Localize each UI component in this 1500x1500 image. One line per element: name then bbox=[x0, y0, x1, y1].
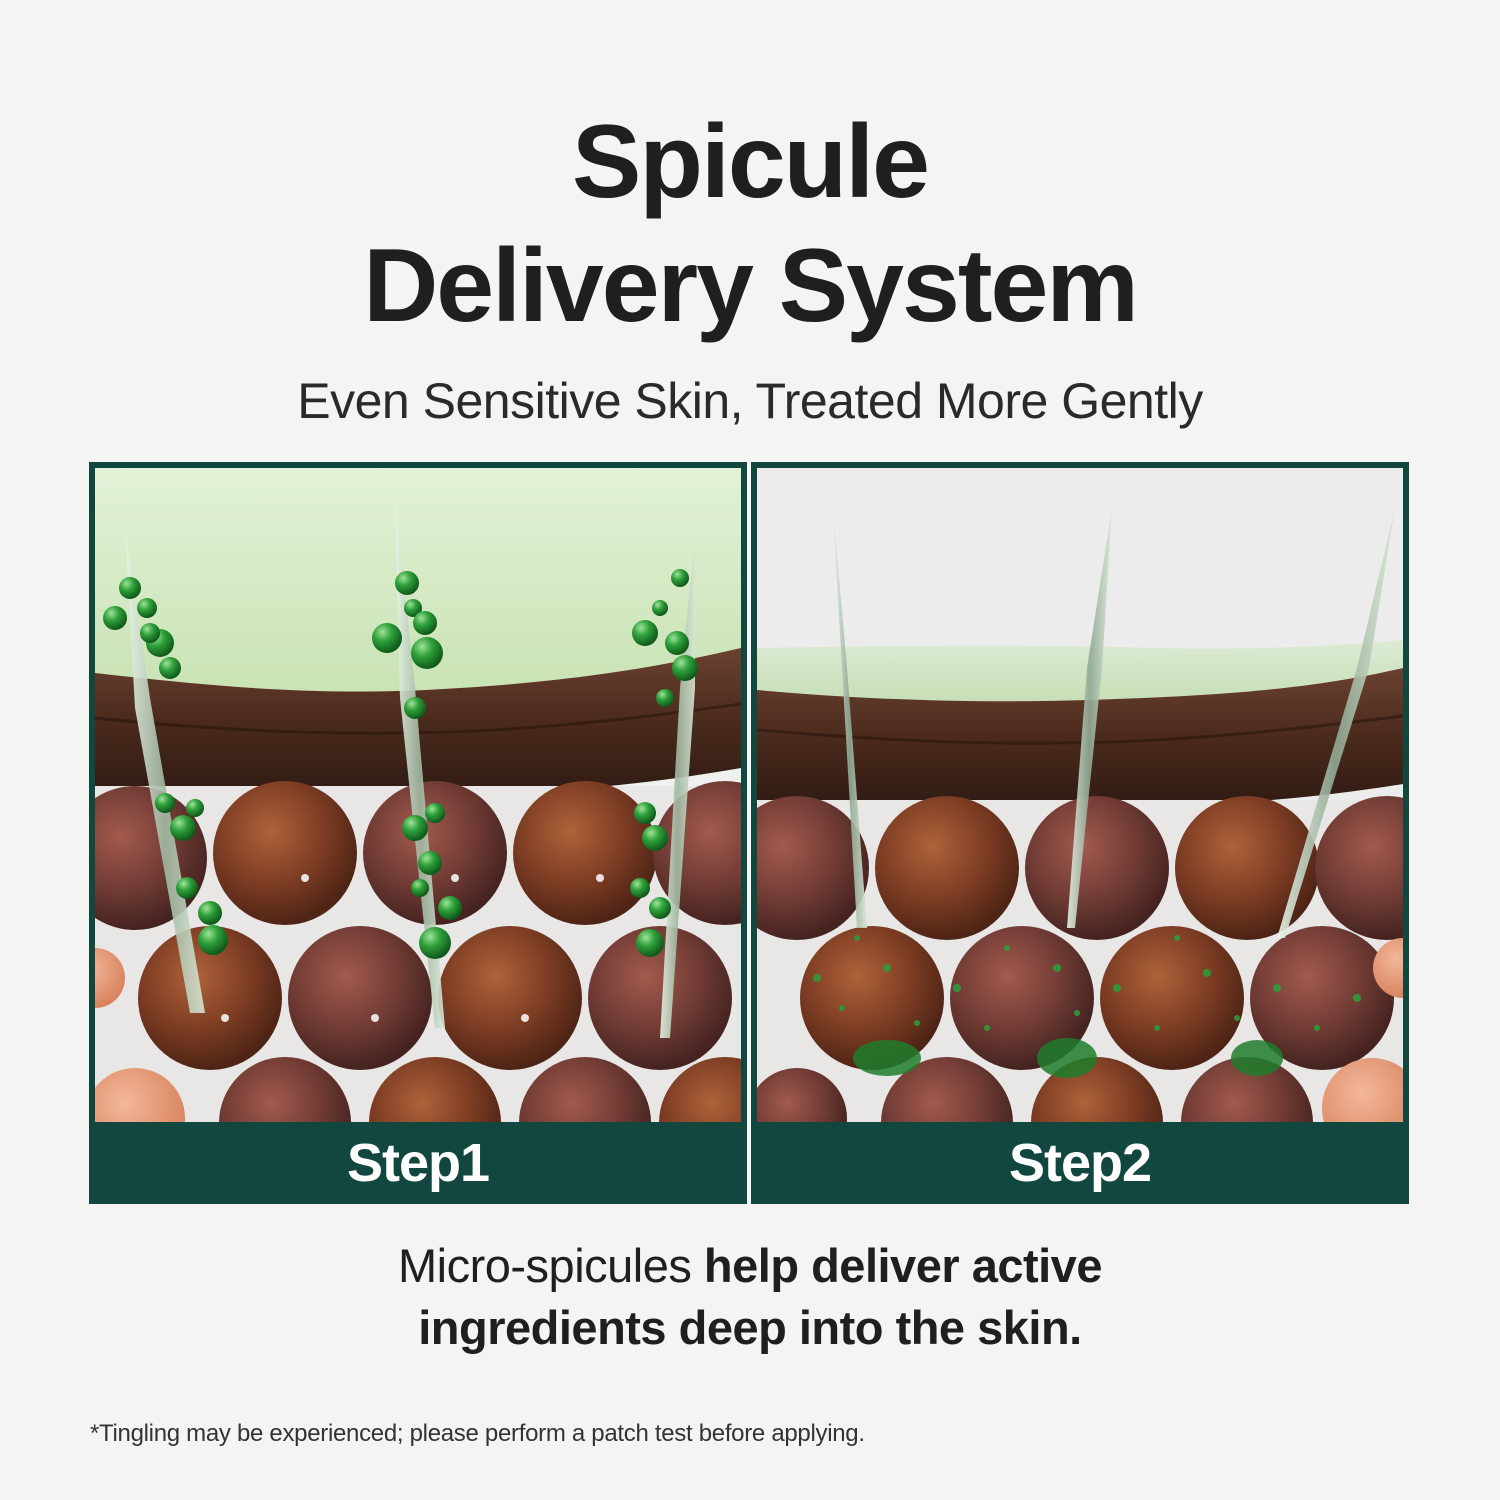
step2-label: Step2 bbox=[1008, 1133, 1152, 1193]
page-title-line-1: Spicule bbox=[572, 104, 930, 220]
step1-panel: Step1 bbox=[89, 462, 747, 1204]
caption-bold-text-2: ingredients deep into the skin. bbox=[418, 1301, 1082, 1354]
caption-line-1: Micro-spicules help deliver active bbox=[0, 1235, 1500, 1297]
caption-bold-text-1: help deliver active bbox=[703, 1239, 1103, 1292]
caption: Micro-spicules help deliver active ingre… bbox=[0, 1235, 1500, 1359]
footnote: *Tingling may be experienced; please per… bbox=[90, 1420, 865, 1447]
step2-panel: Step2 bbox=[751, 462, 1409, 1204]
title-block: Spicule Delivery System bbox=[0, 100, 1500, 348]
step1-label: Step1 bbox=[346, 1133, 490, 1193]
page-title-line-2: Delivery System bbox=[363, 228, 1139, 344]
step2-illustration bbox=[757, 468, 1403, 1122]
step1-illustration bbox=[95, 468, 741, 1122]
caption-light-text: Micro-spicules bbox=[398, 1239, 704, 1292]
page-subtitle: Even Sensitive Skin, Treated More Gently bbox=[297, 373, 1203, 429]
